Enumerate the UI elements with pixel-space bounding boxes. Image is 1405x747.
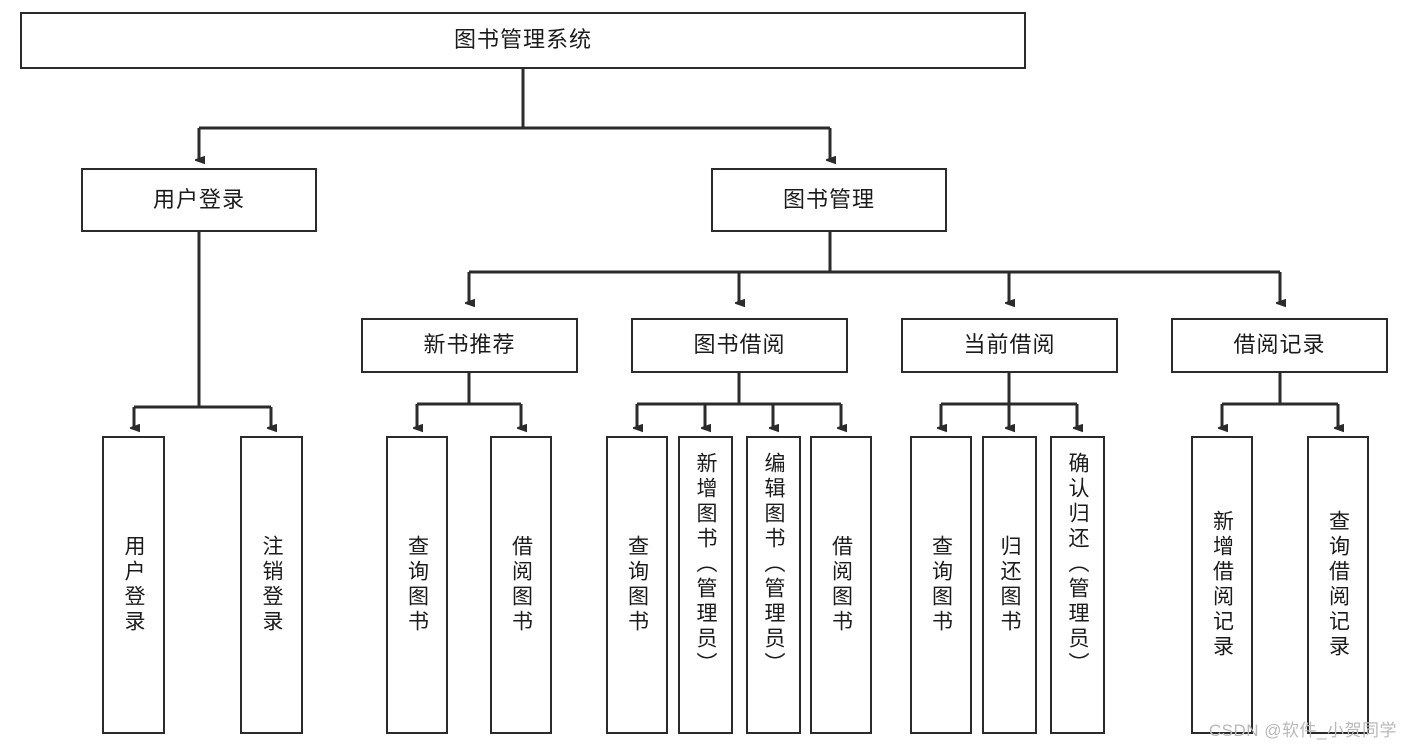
node-leaf-query-book-3[interactable]: 查询图书 [910, 436, 972, 734]
node-leaf-add-book[interactable]: 新增图书（管理员） [678, 436, 733, 734]
node-leaf-query-book-3-label: 查询图书 [929, 535, 953, 635]
node-leaf-return-book[interactable]: 归还图书 [982, 436, 1037, 734]
node-root-system-label: 图书管理系统 [453, 27, 592, 53]
node-leaf-confirm-return-label: 确认归还（管理员） [1066, 452, 1089, 677]
node-leaf-query-book-1[interactable]: 查询图书 [386, 436, 448, 734]
node-leaf-query-book-1-label: 查询图书 [405, 535, 429, 635]
node-leaf-logout-login[interactable]: 注销登录 [240, 436, 303, 734]
node-current-borrow[interactable]: 当前借阅 [901, 318, 1118, 373]
node-leaf-return-book-label: 归还图书 [998, 535, 1021, 635]
node-user-login-label: 用户登录 [152, 186, 245, 212]
node-leaf-user-login[interactable]: 用户登录 [102, 436, 165, 734]
node-book-borrow[interactable]: 图书借阅 [631, 318, 848, 373]
node-leaf-edit-book-label: 编辑图书（管理员） [762, 452, 785, 677]
node-book-borrow-label: 图书借阅 [693, 332, 786, 358]
node-borrow-record-label: 借阅记录 [1233, 332, 1326, 358]
node-leaf-query-record[interactable]: 查询借阅记录 [1307, 436, 1369, 734]
node-leaf-borrow-book-1-label: 借阅图书 [509, 535, 533, 635]
node-leaf-query-record-label: 查询借阅记录 [1326, 510, 1350, 660]
node-root-system[interactable]: 图书管理系统 [20, 12, 1026, 69]
node-leaf-user-login-label: 用户登录 [122, 535, 145, 635]
node-current-borrow-label: 当前借阅 [963, 332, 1056, 358]
node-new-book-recommend[interactable]: 新书推荐 [361, 318, 578, 373]
node-leaf-borrow-book-2-label: 借阅图书 [829, 535, 853, 635]
node-leaf-query-book-2[interactable]: 查询图书 [606, 436, 668, 734]
node-leaf-add-record[interactable]: 新增借阅记录 [1191, 436, 1253, 734]
node-leaf-logout-login-label: 注销登录 [260, 535, 283, 635]
node-user-login[interactable]: 用户登录 [81, 168, 317, 232]
node-leaf-add-book-label: 新增图书（管理员） [694, 452, 717, 677]
node-borrow-record[interactable]: 借阅记录 [1171, 318, 1388, 373]
node-leaf-query-book-2-label: 查询图书 [625, 535, 649, 635]
node-book-management[interactable]: 图书管理 [711, 168, 947, 232]
node-leaf-borrow-book-1[interactable]: 借阅图书 [490, 436, 552, 734]
node-new-book-recommend-label: 新书推荐 [423, 332, 516, 358]
node-leaf-add-record-label: 新增借阅记录 [1210, 510, 1234, 660]
node-book-management-label: 图书管理 [782, 186, 875, 212]
csdn-watermark: CSDN @软件_小贺同学 [1208, 721, 1397, 740]
node-leaf-confirm-return[interactable]: 确认归还（管理员） [1050, 436, 1105, 734]
node-leaf-borrow-book-2[interactable]: 借阅图书 [810, 436, 872, 734]
node-leaf-edit-book[interactable]: 编辑图书（管理员） [746, 436, 801, 734]
